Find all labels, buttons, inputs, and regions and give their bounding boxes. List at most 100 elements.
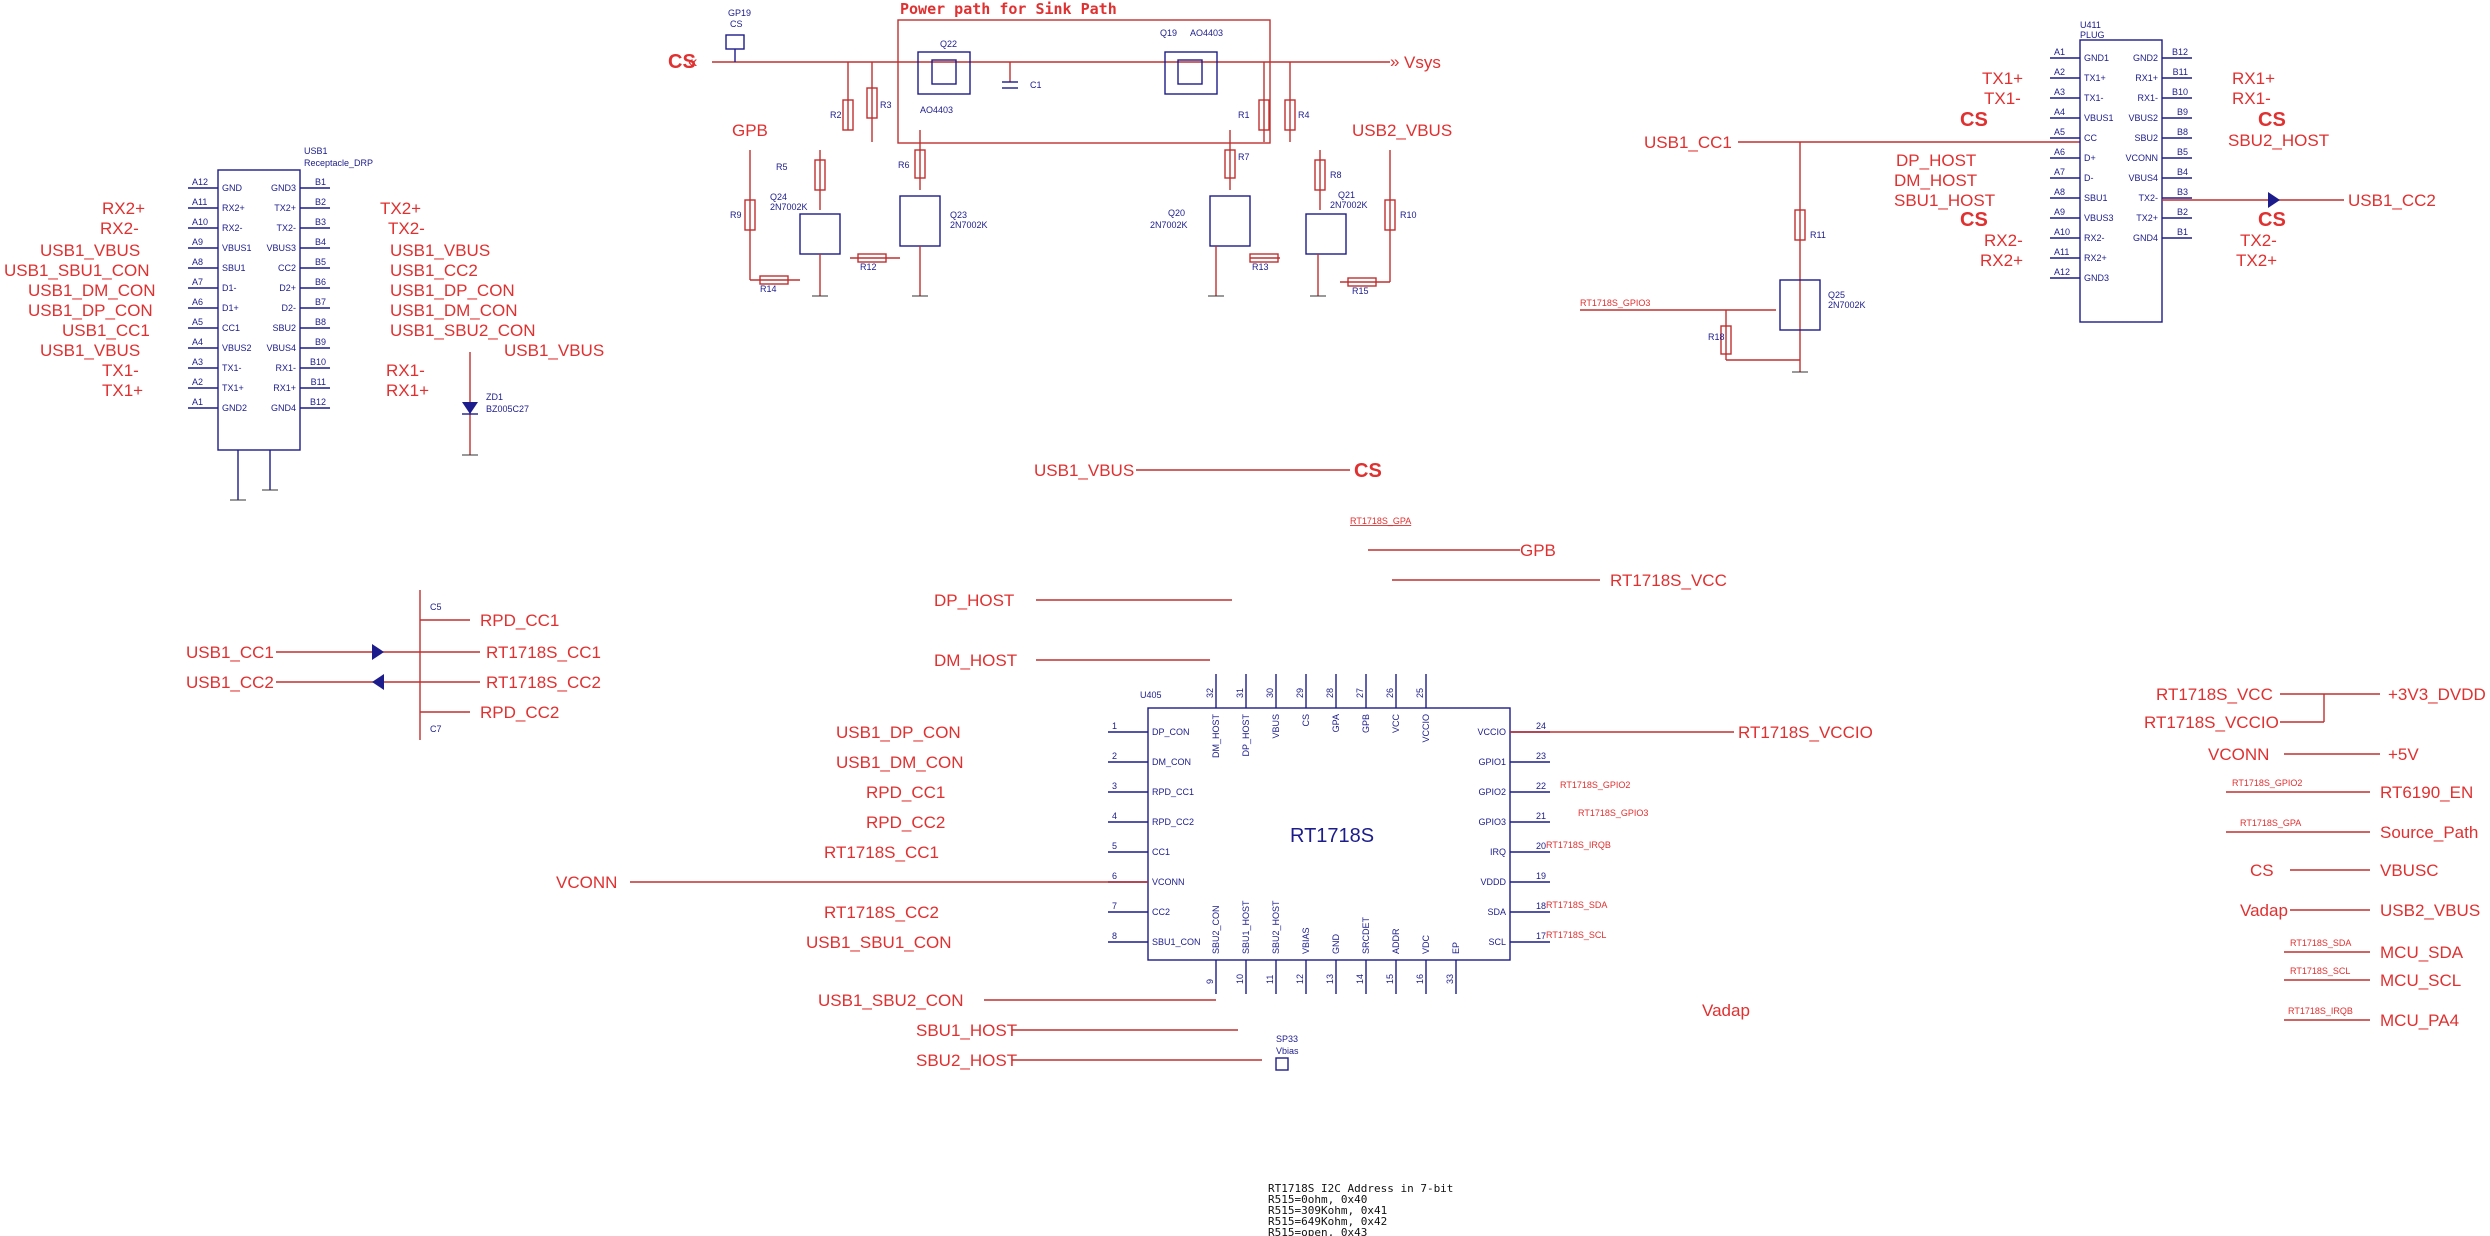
svg-text:R3: R3 [880,100,892,110]
u411-left-pin-num: A3 [2054,87,2065,97]
svg-text:USB1_SBU2_CON: USB1_SBU2_CON [390,321,536,340]
usb1-right-pin-num: B4 [315,237,326,247]
power-path-box [897,19,1271,144]
ic-bottom-pin-name: EP [1451,942,1461,954]
ic-bottom-pin-name: SBU2_CON [1211,905,1221,954]
ic-top-pin-num: 28 [1325,688,1335,698]
ic-bottom-pin-name: ADDR [1391,928,1401,954]
ic-right-pin-name: VDDD [1480,877,1506,887]
u411-left-pin-name: GND3 [2084,273,2109,283]
usb1-right-pin-name: TX2- [276,223,296,233]
ic-right-pin-num: 19 [1536,871,1546,881]
svg-text:TX2-: TX2- [2240,231,2277,250]
address-note-line: R515=open, 0x43 [1268,1226,1367,1236]
u411-right-pin-name: VBUS2 [2128,113,2158,123]
cc1-detect: USB1_CC1 R11 Q25 2N7002K RT1718S_GPIO3 R… [1580,133,2080,373]
svg-text:DM_HOST: DM_HOST [1894,171,1977,190]
u411-left-pin-name: GND1 [2084,53,2109,63]
svg-text:RX2+: RX2+ [102,199,145,218]
svg-text:RT1718S_GPA: RT1718S_GPA [1350,516,1411,526]
svg-text:R7: R7 [1238,152,1250,162]
svg-text:Q25: Q25 [1828,290,1845,300]
usb1-receptacle: USB1 Receptacle_DRP A12GNDA11RX2+A10RX2-… [4,146,604,501]
svg-text:R5: R5 [776,162,788,172]
usb1-left-pin-num: A4 [192,337,203,347]
svg-text:RX1+: RX1+ [386,381,429,400]
usb1-left-pin-num: A1 [192,397,203,407]
svg-text:RT1718S_GPIO2: RT1718S_GPIO2 [1560,780,1630,790]
u411-left-pin-num: A9 [2054,207,2065,217]
svg-text:RPD_CC2: RPD_CC2 [866,813,945,832]
svg-text:USB1_VBUS: USB1_VBUS [40,241,140,260]
rt1718s-body [1147,707,1511,961]
u411-left-pin-num: A2 [2054,67,2065,77]
svg-text:RT1718S_CC1: RT1718S_CC1 [824,843,939,862]
u411-left-pin-name: VBUS1 [2084,113,2114,123]
svg-text:RPD_CC2: RPD_CC2 [480,703,559,722]
u411-left-pin-name: D+ [2084,153,2096,163]
power-path-title: Power path for Sink Path [900,0,1117,18]
usb1-right-pin-name: GND3 [271,183,296,193]
q20-mosfet [1209,195,1251,247]
svg-text:2N7002K: 2N7002K [1150,220,1188,230]
svg-text:RX2-: RX2- [100,219,139,238]
u411-left-pin-name: VBUS3 [2084,213,2114,223]
ic-left-pin-name: DP_CON [1152,727,1190,737]
svg-text:TX1+: TX1+ [1982,69,2023,88]
usb1-left-pin-num: A12 [192,177,208,187]
usb1-left-pin-num: A3 [192,357,203,367]
usb1-left-pin-num: A6 [192,297,203,307]
svg-text:MCU_SCL: MCU_SCL [2380,971,2461,990]
svg-text:DM_HOST: DM_HOST [934,651,1017,670]
u411-right-pin-name: TX2- [2138,193,2158,203]
svg-text:RT1718S_GPA: RT1718S_GPA [2240,818,2301,828]
usb1-right-pin-name: VBUS3 [266,243,296,253]
ic-top-pin-num: 30 [1265,688,1275,698]
usb1-left-pin-num: A10 [192,217,208,227]
usb1-right-pin-name: D2- [281,303,296,313]
usb1-right-pin-name: SBU2 [272,323,296,333]
svg-text:C1: C1 [1030,80,1042,90]
ic-label: RT1718S [1290,825,1374,847]
svg-text:TX2+: TX2+ [2236,251,2277,270]
usb1-left-pin-name: D1- [222,283,237,293]
ic-left-pin-name: DM_CON [1152,757,1191,767]
ic-left-pin-num: 6 [1112,871,1117,881]
u411-right-pin-num: B8 [2177,127,2188,137]
ic-right-pin-num: 22 [1536,781,1546,791]
ic-left-pin-num: 4 [1112,811,1117,821]
svg-text:«: « [688,52,697,71]
usb1-left-pin-name: CC1 [222,323,240,333]
usb1-right-pin-num: B10 [310,357,326,367]
svg-text:GPB: GPB [1520,541,1556,560]
q22-mosfet [917,51,971,95]
net-aliases: RT1718S_VCC RT1718S_VCCIO +3V3_DVDD VCON… [2144,685,2486,1030]
u411-right-pin-name: RX1- [2137,93,2158,103]
usb1-right-pin-num: B2 [315,197,326,207]
u411-right-pin-num: B1 [2177,227,2188,237]
svg-text:RX2+: RX2+ [1980,251,2023,270]
usb1-left-pin-name: RX2+ [222,203,245,213]
usb1-left-pin-name: VBUS1 [222,243,252,253]
u411-left-pin-name: RX2- [2084,233,2105,243]
ic-bottom-pin-name: SBU2_HOST [1271,900,1281,954]
ic-bottom-pin-num: 12 [1295,974,1305,984]
svg-text:USB1_DM_CON: USB1_DM_CON [28,281,156,300]
ic-right-pin-name: SCL [1488,937,1506,947]
svg-text:Vadap: Vadap [2240,901,2288,920]
svg-text:CS: CS [2250,861,2274,880]
ic-left-pin-name: CC1 [1152,847,1170,857]
ic-left-pin-num: 5 [1112,841,1117,851]
u411-left-pin-name: SBU1 [2084,193,2108,203]
svg-text:VCONN: VCONN [2208,745,2269,764]
usb1-left-pin-num: A8 [192,257,203,267]
ic-left-pin-name: RPD_CC1 [1152,787,1194,797]
svg-text:USB1_CC1: USB1_CC1 [186,643,274,662]
ic-top-pin-name: DP_HOST [1241,714,1251,757]
usb1-left-pin-name: VBUS2 [222,343,252,353]
svg-text:CS: CS [1354,460,1382,482]
ic-bottom-pin-name: SBU1_HOST [1241,900,1251,954]
ic-top-pin-num: 26 [1385,688,1395,698]
usb1-right-pin-num: B7 [315,297,326,307]
ic-bottom-pin-num: 33 [1445,974,1455,984]
